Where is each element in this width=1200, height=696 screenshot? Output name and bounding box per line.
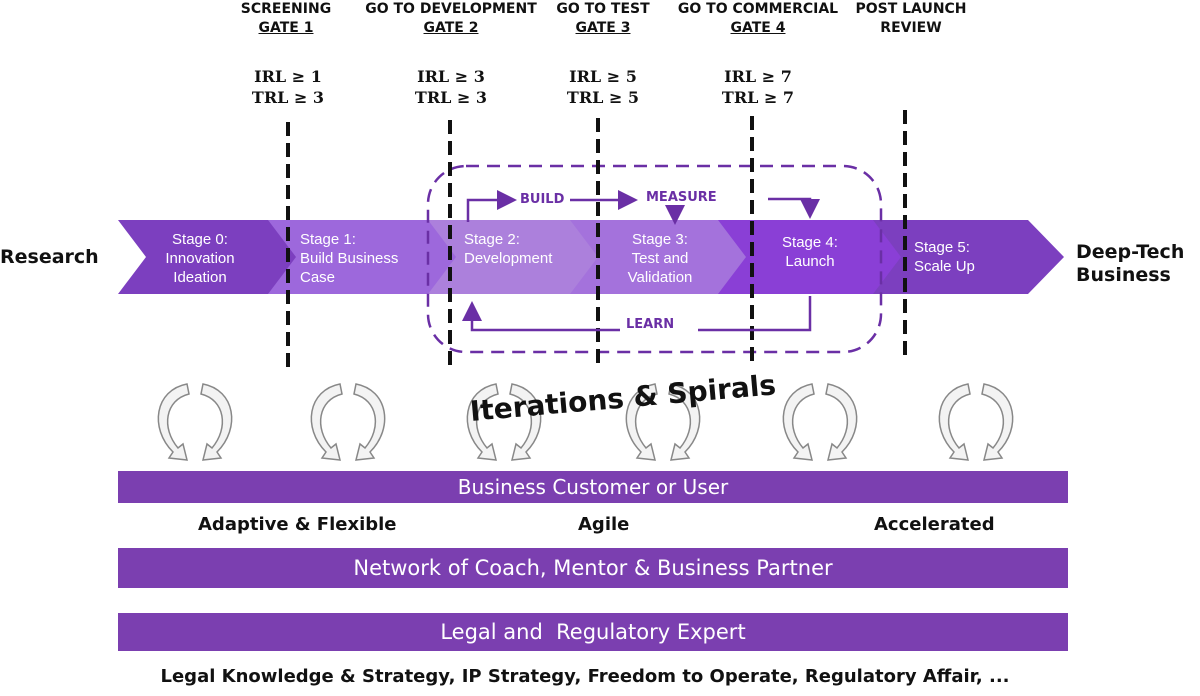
gate-3-title: GO TO TEST GATE 3 <box>503 0 703 38</box>
legal-footer-text: Legal Knowledge & Strategy, IP Strategy,… <box>160 666 1010 687</box>
post-launch-review: REVIEW <box>880 20 942 36</box>
gate-4-irl: IRL ≥ 7 <box>724 67 792 86</box>
stage-1-label: Stage 1: Build Business Case <box>300 231 399 286</box>
gate-1-number: GATE 1 <box>258 20 314 36</box>
gate-2-name: GO TO DEVELOPMENT <box>365 1 537 17</box>
research-label: Research <box>0 246 99 268</box>
gate-4-requirements: IRL ≥ 7 TRL ≥ 7 <box>693 66 823 108</box>
gate-1-trl: TRL ≥ 3 <box>251 88 325 107</box>
stage-gate-diagram <box>118 110 1064 372</box>
stage-3-chevron <box>570 220 748 294</box>
cycle-icon <box>938 383 1014 461</box>
gate-4-name: GO TO COMMERCIAL <box>677 1 839 17</box>
gate-3-requirements: IRL ≥ 5 TRL ≥ 5 <box>538 66 668 108</box>
stage-0-label: Stage 0: Innovation Ideation <box>165 231 235 286</box>
cycle-icon <box>466 383 542 461</box>
cycle-icon <box>625 383 701 461</box>
adaptive-flexible-label: Adaptive & Flexible <box>198 514 397 535</box>
gate-2-requirements: IRL ≥ 3 TRL ≥ 3 <box>386 66 516 108</box>
business-customer-bar: Business Customer or User <box>118 471 1068 503</box>
stage-5-chevron <box>873 220 1064 294</box>
agile-label: Agile <box>578 514 630 535</box>
gate-2-irl: IRL ≥ 3 <box>417 67 485 86</box>
legal-regulatory-bar: Legal and Regulatory Expert <box>118 613 1068 651</box>
build-measure-learn-box <box>426 164 883 354</box>
stage-4-chevron <box>718 220 903 294</box>
gate-3-trl: TRL ≥ 5 <box>566 88 640 107</box>
stage-0-chevron <box>118 220 298 294</box>
stage-3-label: Stage 3: Test and Validation <box>627 231 693 286</box>
stage-2-label: Stage 2: Development <box>464 231 553 267</box>
learn-label: LEARN <box>626 317 675 332</box>
gate-4-title: GO TO COMMERCIAL GATE 4 <box>658 0 858 38</box>
stage-1-chevron <box>268 220 458 294</box>
learn-arrow-left <box>462 301 620 332</box>
post-launch-name: POST LAUNCH <box>855 1 967 17</box>
gate-2-number: GATE 2 <box>423 20 479 36</box>
gate-3-name: GO TO TEST <box>556 1 650 17</box>
accelerated-label: Accelerated <box>874 514 995 535</box>
cycle-icon <box>782 383 858 461</box>
cycle-icon <box>310 383 386 461</box>
gate-2-trl: TRL ≥ 3 <box>414 88 488 107</box>
gate-1-title: SCREENING GATE 1 <box>186 0 386 38</box>
network-bar: Network of Coach, Mentor & Business Part… <box>118 548 1068 588</box>
post-launch-title: POST LAUNCH REVIEW <box>811 0 1011 38</box>
gate-1-requirements: IRL ≥ 1 TRL ≥ 3 <box>223 66 353 108</box>
stage-4-label: Stage 4: Launch <box>782 234 838 270</box>
stage-5-label: Stage 5: Scale Up <box>914 239 975 275</box>
gate-3-number: GATE 3 <box>575 20 631 36</box>
stage-2-chevron <box>428 220 600 294</box>
deep-tech-business-label: Deep-Tech Business <box>1076 241 1185 286</box>
build-arrow <box>466 190 517 222</box>
gate-1-irl: IRL ≥ 1 <box>254 67 322 86</box>
measure-label: MEASURE <box>646 190 717 205</box>
gate-4-number: GATE 4 <box>730 20 786 36</box>
gate-1-name: SCREENING <box>240 1 332 17</box>
gate-2-title: GO TO DEVELOPMENT GATE 2 <box>351 0 551 38</box>
learn-line-right <box>698 296 812 332</box>
gate-3-irl: IRL ≥ 5 <box>569 67 637 86</box>
launch-arrow <box>768 197 820 219</box>
build-label: BUILD <box>520 192 565 207</box>
gate-4-trl: TRL ≥ 7 <box>721 88 795 107</box>
cycle-icon <box>157 383 233 461</box>
